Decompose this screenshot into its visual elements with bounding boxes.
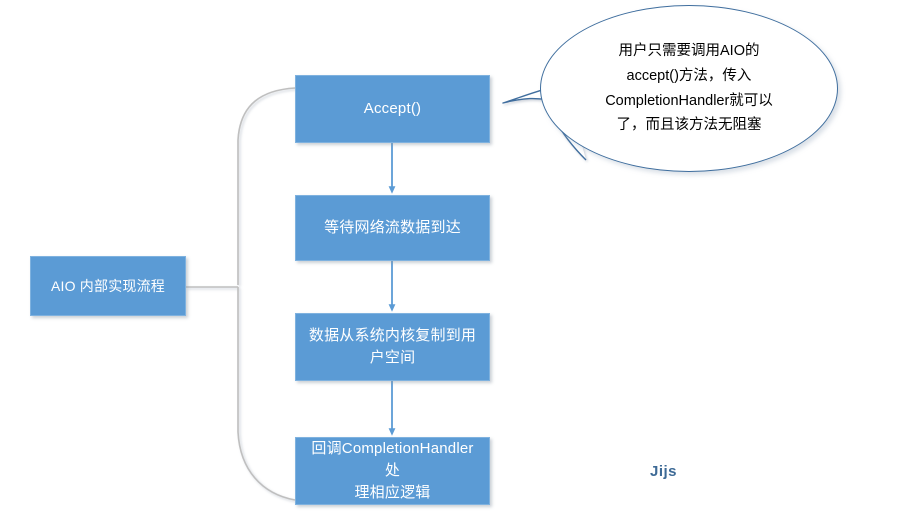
node-copy-kernel-to-userspace[interactable]: 数据从系统内核复制到用 户空间 xyxy=(295,313,490,381)
callout-bubble[interactable]: 用户只需要调用AIO的 accept()方法，传入 CompletionHand… xyxy=(540,5,838,172)
node-aio-internal-flow[interactable]: AIO 内部实现流程 xyxy=(30,256,186,316)
node-aio-label: AIO 内部实现流程 xyxy=(50,277,165,294)
watermark: Jijs xyxy=(650,463,678,480)
node-wait-for-network-data[interactable]: 等待网络流数据到达 xyxy=(295,195,490,261)
node-copy-label: 数据从系统内核复制到用 户空间 xyxy=(308,327,477,366)
brace-connector xyxy=(186,87,296,501)
node-wait-label: 等待网络流数据到达 xyxy=(324,219,461,237)
node-callback-label: 回调CompletionHandler处 理相应逻辑 xyxy=(311,440,474,501)
callout-text: 用户只需要调用AIO的 accept()方法，传入 CompletionHand… xyxy=(605,42,773,134)
node-accept-label: Accept() xyxy=(363,100,422,118)
node-accept[interactable]: Accept() xyxy=(295,75,490,143)
node-callback-completionhandler[interactable]: 回调CompletionHandler处 理相应逻辑 xyxy=(295,437,490,505)
